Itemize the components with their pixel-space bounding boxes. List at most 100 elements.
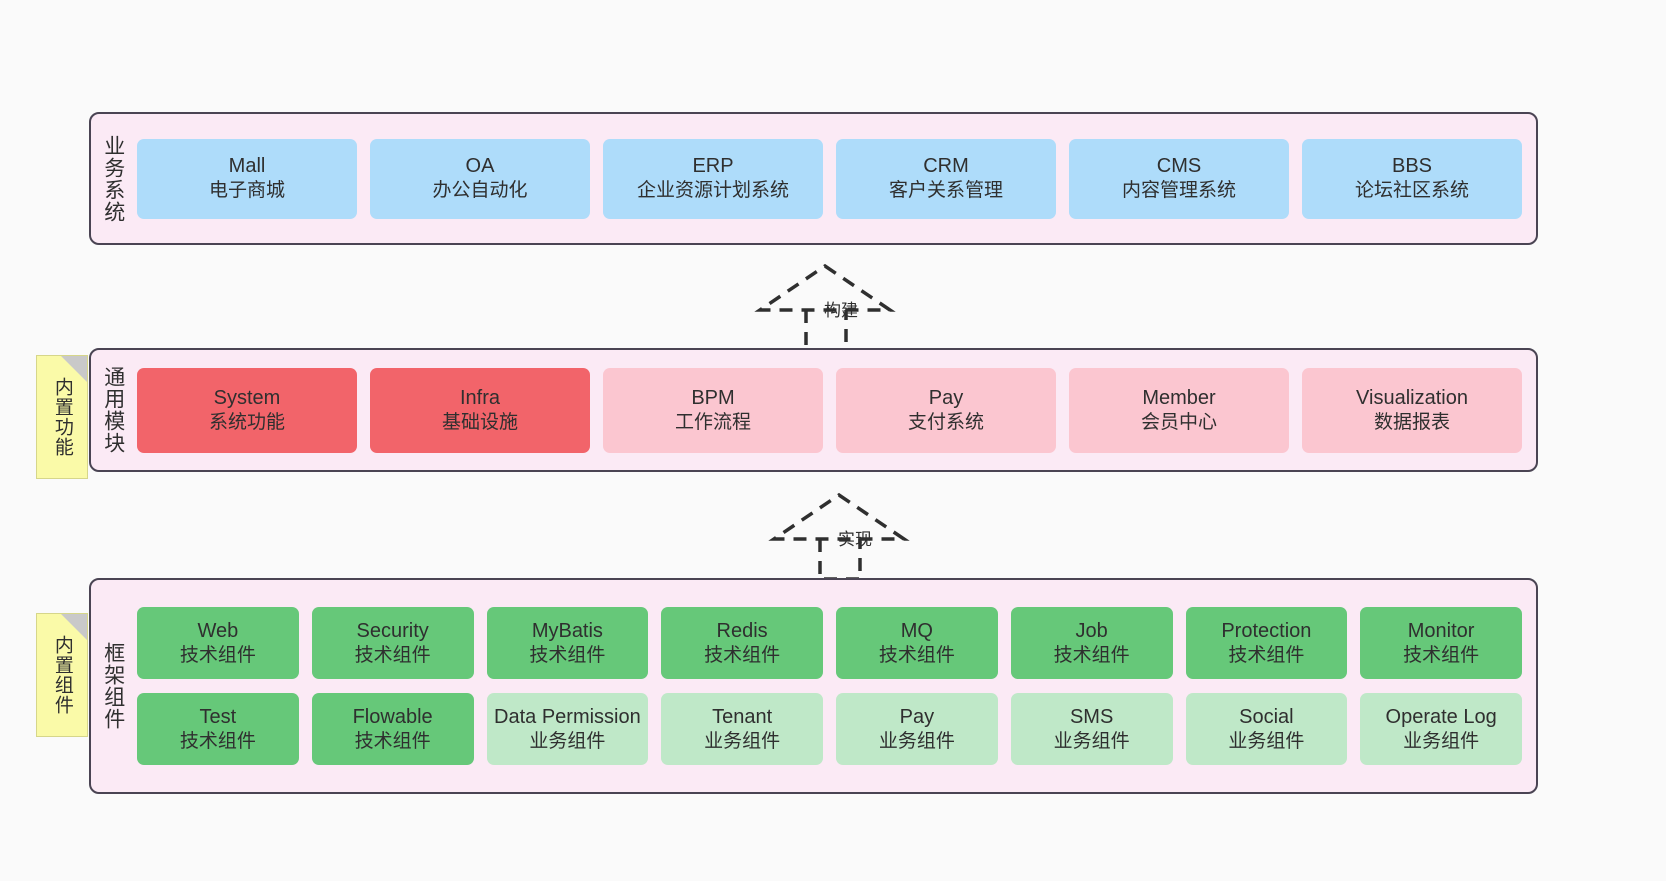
card-title-en: ERP <box>692 155 734 178</box>
card-title-cn: 技术组件 <box>354 730 431 752</box>
card-bpm[interactable]: BPM 工作流程 <box>603 367 823 453</box>
card-title-cn: 电子商城 <box>208 180 285 202</box>
card-title-cn: 系统功能 <box>208 411 285 433</box>
connector-build-shape <box>754 263 896 352</box>
card-title-en: Infra <box>459 386 501 409</box>
card-data-permission[interactable]: Data Permission 业务组件 <box>486 693 649 765</box>
card-mq[interactable]: MQ 技术组件 <box>836 607 998 679</box>
common-card-row: System 系统功能 Infra 基础设施 BPM 工作流程 Pay 支付系统… <box>137 367 1522 453</box>
card-title-en: BPM <box>691 386 735 409</box>
card-title-en: Pay <box>899 705 935 728</box>
card-title-cn: 工作流程 <box>674 411 751 433</box>
card-title-cn: 技术组件 <box>1403 644 1480 666</box>
layer-business-system: 业务系统 Mall 电子商城 OA 办公自动化 ERP 企业资源计划系统 CRM <box>89 112 1538 245</box>
card-title-cn: 内容管理系统 <box>1121 180 1236 202</box>
card-title-en: Visualization <box>1356 386 1468 409</box>
card-title-en: Social <box>1239 705 1294 728</box>
card-social[interactable]: Social 业务组件 <box>1185 693 1348 765</box>
card-redis[interactable]: Redis 技术组件 <box>661 607 823 679</box>
card-title-cn: 技术组件 <box>878 644 955 666</box>
card-title-en: System <box>213 386 281 409</box>
card-sms[interactable]: SMS 业务组件 <box>1010 693 1173 765</box>
sticky-note-label: 内置功能 <box>51 377 73 457</box>
card-title-en: Member <box>1142 386 1216 409</box>
card-title-en: SMS <box>1069 705 1114 728</box>
card-flowable[interactable]: Flowable 技术组件 <box>311 693 474 765</box>
card-title-cn: 论坛社区系统 <box>1354 180 1469 202</box>
card-protection[interactable]: Protection 技术组件 <box>1185 607 1348 679</box>
card-tenant[interactable]: Tenant 业务组件 <box>661 693 823 765</box>
sticky-note-label: 内置组件 <box>51 635 73 715</box>
card-title-en: CRM <box>923 155 969 178</box>
card-title-en: Test <box>199 705 237 728</box>
layer-title-common-module: 通用模块 <box>101 366 125 454</box>
card-cms[interactable]: CMS 内容管理系统 <box>1069 138 1289 219</box>
card-title-cn: 会员中心 <box>1140 411 1217 433</box>
card-oa[interactable]: OA 办公自动化 <box>370 138 590 219</box>
layer-body-common-module: System 系统功能 Infra 基础设施 BPM 工作流程 Pay 支付系统… <box>135 350 1536 470</box>
layer-body-framework-component: Web 技术组件 Security 技术组件 MyBatis 技术组件 Redi… <box>135 580 1536 792</box>
card-title-cn: 技术组件 <box>1228 644 1305 666</box>
card-title-en: Data Permission <box>494 705 641 728</box>
card-pay-component[interactable]: Pay 业务组件 <box>836 693 998 765</box>
card-infra[interactable]: Infra 基础设施 <box>370 367 590 453</box>
card-title-cn: 业务组件 <box>878 730 955 752</box>
card-title-en: MyBatis <box>531 619 603 642</box>
framework-card-row-2: Test 技术组件 Flowable 技术组件 Data Permission … <box>137 693 1522 765</box>
card-erp[interactable]: ERP 企业资源计划系统 <box>603 138 823 219</box>
card-title-en: OA <box>465 155 495 178</box>
card-title-cn: 业务组件 <box>704 730 781 752</box>
card-title-cn: 技术组件 <box>179 730 256 752</box>
card-title-cn: 支付系统 <box>907 411 984 433</box>
connector-build: 构建 <box>752 258 902 353</box>
card-title-cn: 技术组件 <box>529 644 606 666</box>
card-title-en: Security <box>356 619 429 642</box>
card-system[interactable]: System 系统功能 <box>137 367 357 453</box>
card-crm[interactable]: CRM 客户关系管理 <box>836 138 1056 219</box>
card-title-en: Flowable <box>352 705 433 728</box>
card-title-cn: 办公自动化 <box>432 180 528 202</box>
layer-framework-component: 框架组件 Web 技术组件 Security 技术组件 MyBatis 技术组件… <box>89 578 1538 794</box>
card-title-en: Monitor <box>1407 619 1475 642</box>
card-title-en: Operate Log <box>1385 705 1497 728</box>
sticky-note-builtin-function: 内置功能 <box>36 355 88 479</box>
card-job[interactable]: Job 技术组件 <box>1010 607 1173 679</box>
card-title-cn: 技术组件 <box>1053 644 1130 666</box>
layer-common-module: 通用模块 System 系统功能 Infra 基础设施 BPM 工作流程 Pay <box>89 348 1538 472</box>
card-test[interactable]: Test 技术组件 <box>137 693 299 765</box>
connector-implement: 实现 <box>766 487 916 582</box>
card-title-cn: 业务组件 <box>1228 730 1305 752</box>
card-title-cn: 企业资源计划系统 <box>636 180 789 202</box>
card-security[interactable]: Security 技术组件 <box>311 607 474 679</box>
card-bbs[interactable]: BBS 论坛社区系统 <box>1302 138 1522 219</box>
card-title-cn: 业务组件 <box>1403 730 1480 752</box>
sticky-note-builtin-component: 内置组件 <box>36 613 88 737</box>
card-member[interactable]: Member 会员中心 <box>1069 367 1289 453</box>
business-card-row: Mall 电子商城 OA 办公自动化 ERP 企业资源计划系统 CRM 客户关系… <box>137 138 1522 219</box>
card-title-cn: 基础设施 <box>441 411 518 433</box>
card-mall[interactable]: Mall 电子商城 <box>137 138 357 219</box>
connector-implement-label: 实现 <box>838 530 872 549</box>
framework-card-row-1: Web 技术组件 Security 技术组件 MyBatis 技术组件 Redi… <box>137 607 1522 679</box>
card-title-cn: 客户关系管理 <box>888 180 1003 202</box>
layer-title-business-system: 业务系统 <box>101 134 125 223</box>
card-title-cn: 业务组件 <box>529 730 606 752</box>
card-title-cn: 业务组件 <box>1053 730 1130 752</box>
note-fold-corner-icon <box>61 614 87 640</box>
card-web[interactable]: Web 技术组件 <box>137 607 299 679</box>
card-monitor[interactable]: Monitor 技术组件 <box>1360 607 1522 679</box>
layer-body-business-system: Mall 电子商城 OA 办公自动化 ERP 企业资源计划系统 CRM 客户关系… <box>135 114 1536 243</box>
card-title-cn: 技术组件 <box>704 644 781 666</box>
card-title-en: Redis <box>716 619 768 642</box>
card-title-en: Tenant <box>712 705 773 728</box>
card-pay[interactable]: Pay 支付系统 <box>836 367 1056 453</box>
card-visualization[interactable]: Visualization 数据报表 <box>1302 367 1522 453</box>
card-title-en: MQ <box>900 619 933 642</box>
card-title-en: CMS <box>1156 155 1202 178</box>
card-mybatis[interactable]: MyBatis 技术组件 <box>486 607 649 679</box>
card-title-en: Mall <box>228 155 266 178</box>
card-operate-log[interactable]: Operate Log 业务组件 <box>1360 693 1522 765</box>
card-title-cn: 技术组件 <box>354 644 431 666</box>
card-title-en: Web <box>197 619 239 642</box>
